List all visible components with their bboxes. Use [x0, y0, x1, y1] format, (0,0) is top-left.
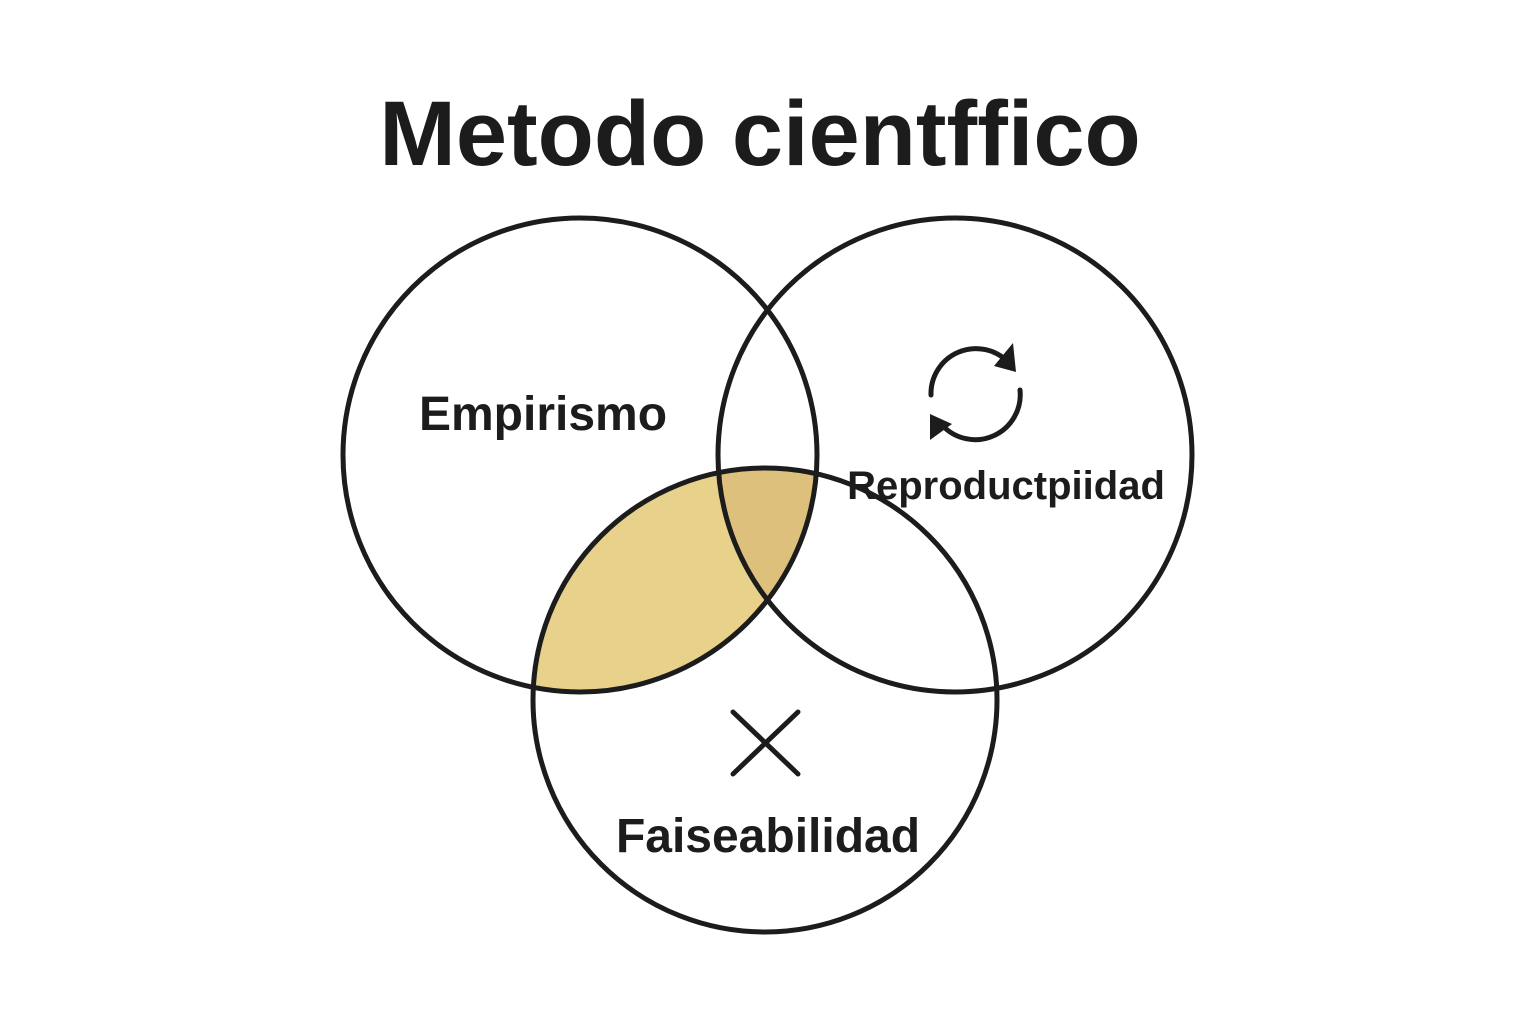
highlight-region-left-bottom [533, 468, 817, 692]
cross-x-icon [730, 709, 801, 777]
diagram-title: Metodo cientffico [379, 83, 1141, 185]
empirismo-circle [340, 215, 820, 695]
reproductibilidad-circle [715, 215, 1195, 695]
empirismo-label: Empirismo [419, 388, 667, 441]
refresh-cycle-icon [928, 343, 1023, 443]
faiseabilidad-label: Faiseabilidad [616, 810, 920, 863]
faiseabilidad-circle [530, 465, 1000, 935]
highlight-fill [533, 468, 817, 692]
reproductibilidad-label: Reproductpiidad [847, 464, 1165, 508]
